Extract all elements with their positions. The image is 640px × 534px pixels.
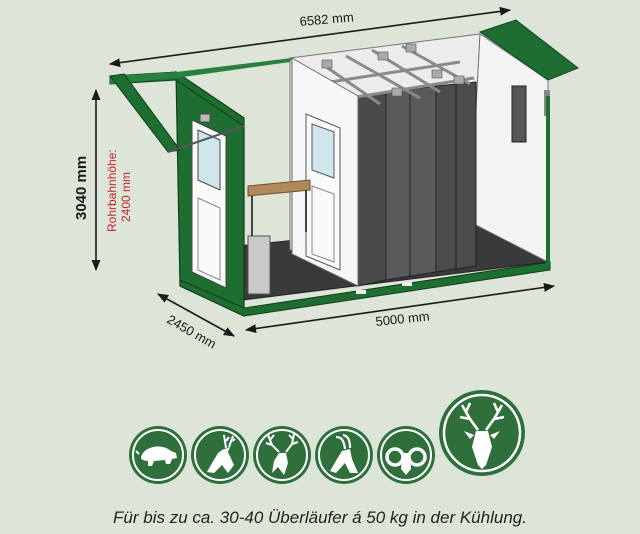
cooling-panel-1 <box>357 91 387 287</box>
dimension-line-top <box>108 6 512 68</box>
roe-deer-icon <box>191 426 249 484</box>
sink-unit <box>247 235 271 295</box>
mouflon-icon <box>377 426 435 484</box>
deer-head-icon <box>439 390 525 476</box>
dimension-depth: 2450 mm <box>165 312 219 352</box>
dimension-length-top: 6582 mm <box>299 9 354 29</box>
capacity-caption: Für bis zu ca. 30-40 Überläufer á 50 kg … <box>113 508 527 527</box>
rail-height-value: 2400 mm <box>119 172 133 222</box>
red-deer-icon <box>253 426 311 484</box>
dimension-line-depth <box>157 293 235 337</box>
rail-height-label: Rohrbahnhöhe: <box>105 149 119 232</box>
dimension-line-bottom <box>244 282 556 334</box>
cooling-panel-2 <box>385 85 437 281</box>
dimension-length-bottom: 5000 mm <box>375 308 430 329</box>
right-wall-window <box>511 85 527 143</box>
shelf-table <box>247 179 311 197</box>
wild-boar-icon <box>129 426 187 484</box>
dimension-height: 3040 mm <box>73 156 90 220</box>
chamois-icon <box>315 426 373 484</box>
left-roof-overhang <box>109 73 181 153</box>
